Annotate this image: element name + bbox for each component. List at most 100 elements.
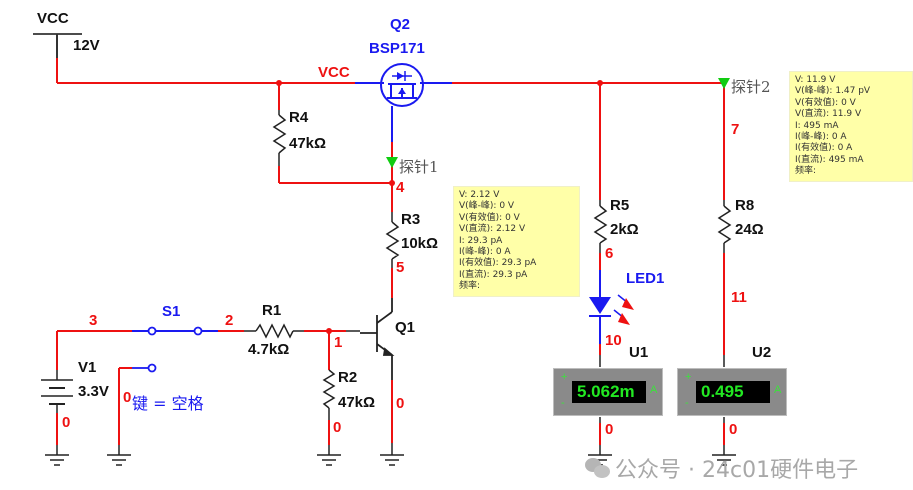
u2-display-reading: 0.495	[696, 381, 770, 403]
probe2-reading: 频率:	[795, 166, 817, 177]
ground-icon	[317, 454, 341, 466]
probe1-label[interactable]: 探针1	[399, 158, 439, 176]
s1-ref: S1	[162, 303, 181, 320]
q2-part: BSP171	[369, 40, 425, 57]
ground-icon	[712, 454, 736, 466]
probe1-reading: V(有效值): 0 V	[459, 212, 520, 223]
q2-ref: Q2	[390, 16, 411, 33]
probe2-reading: V(峰-峰): 1.47 pV	[795, 86, 871, 97]
probe1-reading: V(直流): 2.12 V	[459, 224, 526, 235]
vcc-net-label: VCC	[318, 64, 350, 81]
probe2-reading: I(有效值): 0 A	[795, 143, 853, 154]
u2-plus-terminal: +	[685, 371, 692, 383]
probe2-reading: V(有效值): 0 V	[795, 97, 856, 108]
r1-value: 4.7kΩ	[248, 341, 290, 358]
mosfet-q2-symbol[interactable]	[380, 63, 424, 142]
resistor-r4[interactable]	[272, 83, 392, 184]
probe1-reading: 频率:	[459, 281, 481, 292]
vcc-voltage-label: 12V	[73, 37, 100, 54]
resistor-r2[interactable]	[322, 331, 336, 455]
q1-ref: Q1	[395, 319, 416, 336]
r5-ref: R5	[610, 197, 630, 214]
probe2-reading: V(直流): 11.9 V	[795, 109, 862, 120]
net-label-6: 6	[605, 245, 614, 262]
probe2-reading: I(峰-峰): 0 A	[795, 132, 847, 143]
probe2-reading: V: 11.9 V	[795, 75, 836, 85]
net-label-7: 7	[731, 121, 740, 138]
probe1-reading: V(峰-峰): 0 V	[459, 201, 515, 212]
net-label-11: 11	[731, 289, 747, 306]
net-label-0-switch: 0	[123, 389, 132, 406]
net-label-0-u1: 0	[605, 421, 614, 438]
probe1-readings-panel: V: 2.12 V V(峰-峰): 0 V V(有效值): 0 V V(直流):…	[453, 186, 580, 297]
net-label-0-u2: 0	[729, 421, 738, 438]
switch-s1[interactable]	[132, 326, 203, 373]
net-label-0-v1: 0	[62, 414, 71, 431]
probe1-reading: I(峰-峰): 0 A	[459, 247, 511, 258]
probe1-reading: V: 2.12 V	[459, 190, 500, 200]
watermark-text: 公众号 · 24c01硬件电子	[615, 458, 859, 483]
net-label-5: 5	[396, 259, 405, 276]
probe1-reading: I(有效值): 29.3 pA	[459, 258, 537, 269]
ground-icon	[380, 454, 404, 466]
ammeter-u1[interactable]: + - 5.062m A	[553, 368, 663, 416]
ammeter-u2[interactable]: + - 0.495 A	[677, 368, 787, 416]
probe2-reading: I: 495 mA	[795, 120, 839, 131]
u1-ref: U1	[629, 344, 649, 361]
resistor-r8[interactable]	[717, 83, 732, 367]
vcc-source[interactable]	[33, 33, 82, 83]
r2-ref: R2	[338, 369, 358, 386]
resistor-r1[interactable]	[244, 323, 304, 339]
net-label-4: 4	[396, 179, 405, 196]
net-label-2: 2	[225, 312, 234, 329]
r5-value: 2kΩ	[610, 221, 639, 238]
wire-vcc-rail	[57, 80, 724, 86]
led1-ref: LED1	[626, 270, 665, 287]
probe1-marker-icon[interactable]	[386, 157, 398, 168]
vcc-source-label: VCC	[37, 10, 69, 27]
u2-unit: A	[774, 384, 782, 396]
ground-icon	[107, 454, 131, 466]
u2-minus-terminal: -	[685, 397, 689, 409]
net-label-10: 10	[605, 332, 622, 349]
r3-value: 10kΩ	[401, 235, 439, 252]
probe2-readings-panel: V: 11.9 V V(峰-峰): 1.47 pV V(有效值): 0 V V(…	[789, 71, 913, 182]
transistor-q1-symbol[interactable]	[360, 298, 395, 380]
probe1-reading: I(直流): 29.3 pA	[459, 269, 528, 280]
net-label-1: 1	[334, 334, 343, 351]
v1-value: 3.3V	[78, 383, 109, 400]
resistor-r3[interactable]	[385, 212, 400, 298]
probe2-marker-icon[interactable]	[718, 78, 730, 89]
v1-ref: V1	[78, 359, 97, 376]
u1-minus-terminal: -	[561, 397, 565, 409]
net-label-0-r2: 0	[333, 419, 342, 436]
net-label-0-q1: 0	[396, 395, 405, 412]
r1-ref: R1	[262, 302, 282, 319]
wechat-icon	[585, 457, 611, 479]
u1-display-reading: 5.062m	[572, 381, 646, 403]
wire-base-row	[57, 328, 360, 334]
probe2-reading: I(直流): 495 mA	[795, 154, 864, 165]
r4-ref: R4	[289, 109, 309, 126]
r8-value: 24Ω	[735, 221, 764, 238]
ground-symbols	[45, 454, 736, 466]
resistor-r5[interactable]	[593, 83, 608, 270]
u2-ref: U2	[752, 344, 772, 361]
r8-ref: R8	[735, 197, 755, 214]
net-label-3: 3	[89, 312, 98, 329]
wire-q2-drain	[389, 142, 395, 212]
led1-symbol[interactable]	[589, 270, 634, 367]
wire-switch-ground	[118, 367, 132, 455]
u1-unit: A	[650, 384, 658, 396]
s1-key-hint: 键 = 空格	[132, 394, 204, 413]
ground-icon	[45, 454, 69, 466]
probe1-reading: I: 29.3 pA	[459, 235, 503, 246]
u1-plus-terminal: +	[561, 371, 568, 383]
watermark: 公众号 · 24c01硬件电子	[585, 452, 858, 484]
r3-ref: R3	[401, 211, 421, 228]
battery-v1[interactable]	[41, 331, 73, 455]
probe2-label[interactable]: 探针2	[731, 78, 771, 96]
r2-value: 47kΩ	[338, 394, 376, 411]
